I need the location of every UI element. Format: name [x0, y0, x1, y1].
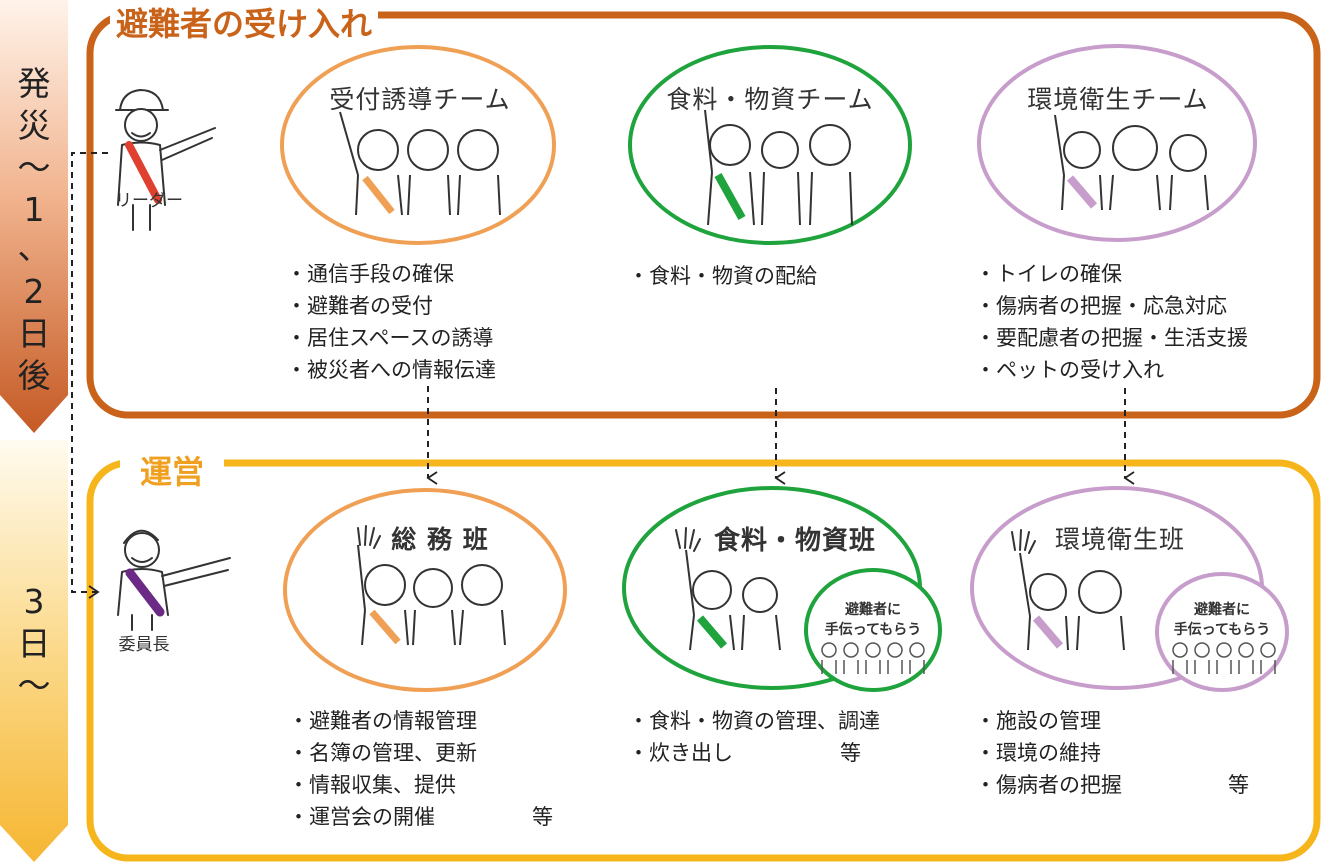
- team3-oval: [977, 44, 1257, 242]
- list-item: ・要配慮者の把握・生活支援: [975, 326, 1248, 350]
- section2-frame: [86, 459, 1321, 862]
- helper-text-env: 避難者に 手伝ってもらう: [1173, 602, 1271, 638]
- timeline-arrow-phase1: [0, 0, 68, 433]
- timeline-arrows: [0, 0, 68, 862]
- helper-text-food: 避難者に 手伝ってもらう: [824, 602, 922, 638]
- team5-duties: ・食料・物資の管理、調達 ・炊き出し 等: [628, 705, 928, 769]
- list-item: ・居住スペースの誘導: [286, 326, 494, 350]
- team3-label: 環境衛生チーム: [1027, 85, 1209, 114]
- team6-people: [1019, 552, 1125, 651]
- list-item: ・トイレの確保: [975, 262, 1122, 286]
- list-item: ・食料・物資の配給: [628, 264, 817, 288]
- team1-people: [339, 111, 501, 216]
- list-item: ・食料・物資の管理、調達: [628, 709, 880, 733]
- timeline-arrow-phase2: [0, 440, 68, 862]
- helper-crowd-food: [821, 642, 925, 674]
- helper-bubble-env: [1155, 572, 1289, 692]
- list-item: ・施設の管理: [975, 709, 1101, 733]
- list-item: ・避難者の受付: [286, 294, 433, 318]
- team1-duties: ・通信手段の確保 ・避難者の受付 ・居住スペースの誘導 ・被災者への情報伝達: [286, 258, 496, 386]
- team2-label: 食料・物資チーム: [666, 85, 874, 114]
- list-item: ・ペットの受け入れ: [975, 358, 1164, 382]
- team4-label: 総 務 班: [391, 525, 489, 554]
- leader-label: リーダー: [115, 191, 183, 211]
- wave-icon: [357, 525, 1036, 554]
- leader-figure: [115, 88, 216, 231]
- section2-title: 運営: [120, 452, 225, 492]
- list-item: ・通信手段の確保: [286, 262, 454, 286]
- section1-title: 避難者の受け入れ: [110, 4, 379, 44]
- team6-duties: ・施設の管理 ・環境の維持 ・傷病者の把握 等: [975, 705, 1275, 801]
- team1-label: 受付誘導チーム: [329, 85, 511, 114]
- list-item: ・傷病者の把握・応急対応: [975, 294, 1227, 318]
- team5-label: 食料・物資班: [713, 526, 876, 556]
- list-item: ・炊き出し: [628, 741, 733, 765]
- team4-duties: ・避難者の情報管理 ・名簿の管理、更新 ・情報収集、提供 ・運営会の開催 等: [288, 705, 588, 833]
- list-item: ・情報収集、提供: [288, 773, 456, 797]
- team2-oval: [628, 45, 912, 245]
- team1-oval: [280, 45, 556, 245]
- team4-people: [357, 544, 506, 646]
- etc-suffix: 等: [1228, 773, 1249, 797]
- list-item: ・避難者の情報管理: [288, 709, 477, 733]
- team2-duties: ・食料・物資の配給: [628, 260, 817, 292]
- team6-label: 環境衛生班: [1054, 525, 1185, 554]
- team3-duties: ・トイレの確保 ・傷病者の把握・応急対応 ・要配慮者の把握・生活支援 ・ペットの…: [975, 258, 1248, 386]
- chair-figure: [117, 529, 231, 631]
- team3-people: [1054, 114, 1209, 211]
- leader-to-chair-connector: [71, 152, 108, 599]
- helper-bubble-food: [804, 568, 942, 692]
- etc-suffix: 等: [840, 741, 861, 765]
- list-item: ・名簿の管理、更新: [288, 741, 477, 765]
- team4-oval: [283, 488, 567, 692]
- etc-suffix: 等: [532, 805, 553, 829]
- chair-label: 委員長: [118, 635, 170, 655]
- helper-crowd-env: [1172, 642, 1276, 674]
- team2-people: [704, 109, 853, 226]
- list-item: ・環境の維持: [975, 741, 1101, 765]
- list-item: ・被災者への情報伝達: [286, 358, 496, 382]
- section1-frame: [86, 11, 1321, 419]
- list-item: ・傷病者の把握: [975, 773, 1122, 797]
- team5-people: [685, 549, 781, 651]
- list-item: ・運営会の開催: [288, 805, 435, 829]
